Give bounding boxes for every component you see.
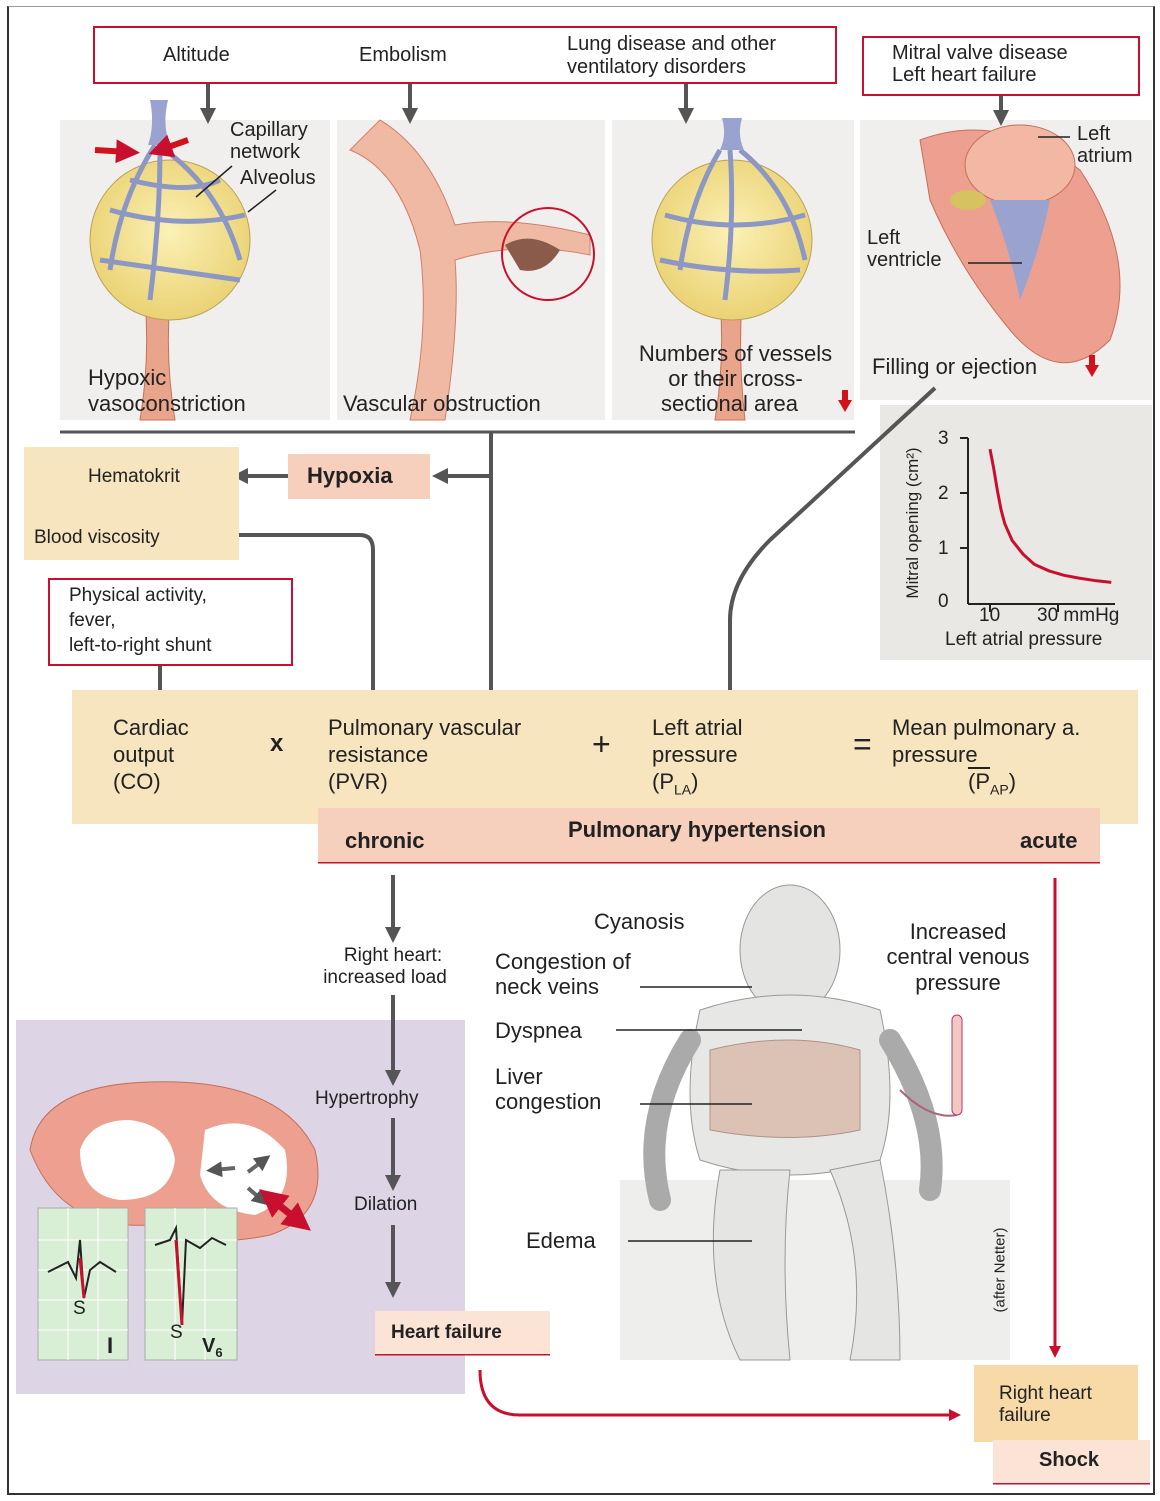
label-pvr-line2: resistance [328,743,428,767]
label-hypoxic-line1: Hypoxic [88,366,166,390]
label-numbers-line3: sectional area [661,392,798,416]
ecg-lead-I-label: I [107,1334,113,1358]
label-credit: (after Netter) [989,1227,1013,1312]
label-left-ventricle-line1: Left [867,226,900,250]
label-physical-line1: Physical activity, [69,584,207,608]
label-cvp-line2: central venous [858,945,1058,969]
label-neck-line2: neck veins [495,975,599,999]
vessel-illustration [350,120,594,420]
label-pla-line1: Left atrial [652,716,743,740]
chart-ytick-2: 2 [938,482,949,506]
label-numbers-line2: or their cross- [613,367,858,391]
ecg-lead-V6 [145,1208,237,1360]
label-vascular-obstruction: Vascular obstruction [343,392,541,416]
label-physical-line3: left-to-right shunt [69,634,212,658]
label-heart-failure: Heart failure [391,1321,502,1345]
chart-xtick-30: 30 mmHg [1037,604,1119,628]
label-left-ventricle-line2: ventricle [867,248,941,272]
label-alveolus: Alveolus [240,166,316,190]
operator-times: x [270,732,283,756]
ecg-lead-V6-label: V6 [202,1334,223,1365]
label-physical-line2: fever, [69,609,115,633]
label-acute: acute [1020,829,1077,853]
operator-equals: = [853,728,872,760]
label-pap-line3: (PAP) [968,770,1016,801]
label-neck-line1: Congestion of [495,950,631,974]
ecg-s-label-2: S [170,1321,183,1345]
chart-ytick-3: 3 [938,427,949,451]
cause-arrows [208,84,1001,118]
chart-ytick-1: 1 [938,537,949,561]
label-capillary-line1: Capillary [230,118,308,142]
ecg-s-label-1: S [73,1297,86,1321]
label-rhf-line2: failure [999,1404,1051,1428]
label-hypertension: Pulmonary hypertension [568,818,826,842]
label-cvp-line1: Increased [858,920,1058,944]
chart-ylabel: Mitral opening (cm²) [901,423,925,623]
label-liver-line2: congestion [495,1090,601,1114]
label-hypoxic-line2: vasoconstriction [88,392,246,416]
label-dilation: Dilation [354,1193,417,1217]
label-hypoxia: Hypoxia [307,464,393,488]
label-capillary-line2: network [230,140,300,164]
chart-xlabel: Left atrial pressure [945,628,1102,652]
label-pap-line1: Mean pulmonary a. [892,716,1080,740]
label-left-atrium-line1: Left [1077,122,1110,146]
label-hypertrophy: Hypertrophy [315,1087,419,1111]
label-edema: Edema [526,1229,596,1253]
label-chronic: chronic [345,829,424,853]
label-co-line3: (CO) [113,770,161,794]
ecg-lead-I [38,1208,128,1360]
label-co-line2: output [113,743,174,767]
label-pvr-line3: (PVR) [328,770,388,794]
label-numbers-line1: Numbers of vessels [613,342,858,366]
label-cyanosis: Cyanosis [594,910,684,934]
label-right-heart-line1: Right heart: [288,944,498,968]
label-left-atrium-line2: atrium [1077,144,1133,168]
label-shock: Shock [1039,1448,1099,1472]
label-pap-line2: pressure [892,743,978,767]
chart-xtick-10: 10 [979,604,1000,628]
label-filling: Filling or ejection [872,355,1037,379]
chart-ytick-0: 0 [938,590,949,614]
label-pvr-line1: Pulmonary vascular [328,716,521,740]
label-rhf-line1: Right heart [999,1382,1092,1406]
chart-series-line [990,449,1111,582]
chart-axes [960,438,1115,612]
label-dyspnea: Dyspnea [495,1019,582,1043]
label-pla-line2: pressure [652,743,738,767]
label-pla-line3: (PLA) [652,770,698,801]
label-cvp-line3: pressure [858,971,1058,995]
operator-plus: + [592,728,611,760]
label-liver-line1: Liver [495,1065,543,1089]
label-hematokrit: Hematokrit [88,465,180,489]
label-right-heart-line2: increased load [280,966,490,990]
label-blood-viscosity: Blood viscosity [34,526,160,550]
label-co-line1: Cardiac [113,716,189,740]
